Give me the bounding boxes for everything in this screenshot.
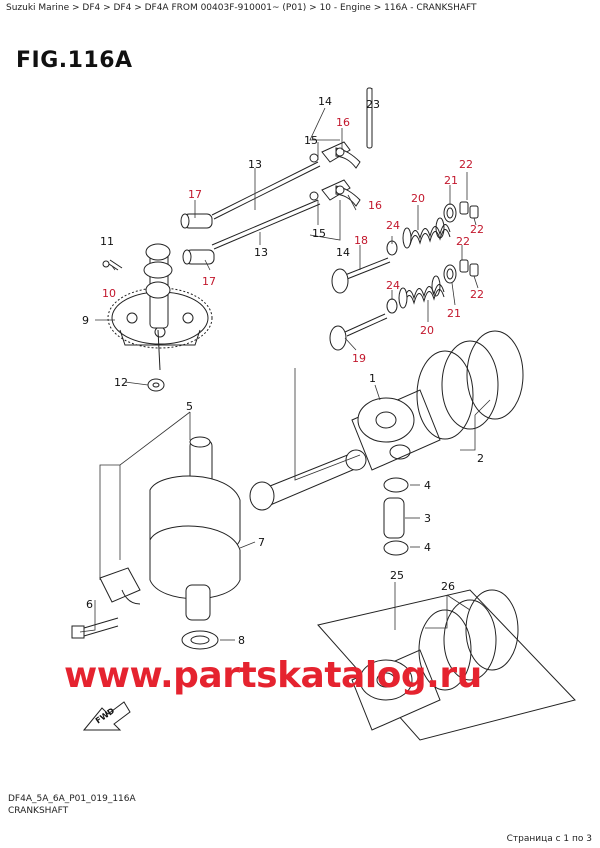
callout-18[interactable]: 18 — [354, 234, 368, 247]
valve-cotter-upper — [459, 201, 479, 219]
callout-15-lower[interactable]: 15 — [312, 227, 326, 240]
callout-21-upper[interactable]: 21 — [444, 174, 458, 187]
callout-26[interactable]: 26 — [441, 580, 455, 593]
callout-21-lower[interactable]: 21 — [447, 307, 461, 320]
callout-10[interactable]: 10 — [102, 287, 116, 300]
callout-22-b[interactable]: 22 — [470, 223, 484, 236]
callout-12[interactable]: 12 — [114, 376, 128, 389]
piston-pin-clip-lower — [383, 540, 409, 556]
leader-lines — [79, 88, 491, 641]
callout-13-upper[interactable]: 13 — [248, 158, 262, 171]
callout-5[interactable]: 5 — [186, 400, 193, 413]
valve-spring-upper — [402, 217, 451, 249]
callout-19[interactable]: 19 — [352, 352, 366, 365]
camshaft-part — [143, 243, 173, 371]
spring-retainer-upper — [443, 203, 457, 223]
breadcrumb[interactable]: Suzuki Marine > DF4 > DF4 > DF4A FROM 00… — [6, 3, 477, 13]
callout-23[interactable]: 23 — [366, 98, 380, 111]
callout-14-lower[interactable]: 14 — [336, 246, 350, 259]
page-counter: Страница с 1 по 3 — [506, 834, 592, 844]
callout-16-lower[interactable]: 16 — [368, 199, 382, 212]
valve-spring-lower — [398, 275, 445, 309]
callout-24-lower[interactable]: 24 — [386, 279, 400, 292]
callout-4-lower[interactable]: 4 — [424, 541, 431, 554]
callout-1[interactable]: 1 — [369, 372, 376, 385]
callout-4-upper[interactable]: 4 — [424, 479, 431, 492]
thrust-washer-part — [181, 630, 219, 650]
washer-12-part — [147, 378, 165, 392]
pin-part — [102, 259, 123, 271]
fwd-arrow-icon: FWD — [82, 701, 131, 731]
stem-seal-lower — [386, 298, 398, 314]
callout-17-upper[interactable]: 17 — [188, 188, 202, 201]
crankshaft-part — [149, 436, 241, 621]
callout-9[interactable]: 9 — [82, 314, 89, 327]
callout-20-lower[interactable]: 20 — [420, 324, 434, 337]
callout-6[interactable]: 6 — [86, 598, 93, 611]
bearing-cap-part — [99, 567, 141, 605]
callout-2[interactable]: 2 — [477, 452, 484, 465]
callout-20-upper[interactable]: 20 — [411, 192, 425, 205]
watermark: www.partskatalog.ru — [64, 655, 482, 696]
piston-pin-clip-upper — [383, 477, 409, 493]
callout-15-upper[interactable]: 15 — [304, 134, 318, 147]
callout-7[interactable]: 7 — [258, 536, 265, 549]
figure-title: FIG.116A — [16, 48, 133, 73]
push-rod-13-lower — [211, 199, 321, 250]
callout-22-d[interactable]: 22 — [470, 288, 484, 301]
exhaust-valve-part — [329, 313, 388, 351]
callout-16-upper[interactable]: 16 — [336, 116, 350, 129]
tappet-upper-part — [180, 213, 213, 229]
callout-14-upper[interactable]: 14 — [318, 95, 332, 108]
diagram-name: CRANKSHAFT — [8, 806, 69, 816]
callout-11[interactable]: 11 — [100, 235, 114, 248]
piston-pin-part — [383, 497, 405, 539]
callout-24-upper[interactable]: 24 — [386, 219, 400, 232]
callout-8[interactable]: 8 — [238, 634, 245, 647]
bolt-part — [71, 617, 119, 639]
callout-22-a[interactable]: 22 — [459, 158, 473, 171]
callout-3[interactable]: 3 — [424, 512, 431, 525]
valve-cotter-lower — [459, 259, 479, 277]
connecting-rod-part — [249, 449, 367, 511]
callout-25[interactable]: 25 — [390, 569, 404, 582]
spring-retainer-lower — [443, 264, 457, 284]
callout-13-lower[interactable]: 13 — [254, 246, 268, 259]
push-rod-13-upper — [211, 161, 321, 220]
tappet-lower-part — [182, 249, 215, 265]
push-rod-part — [366, 87, 373, 149]
rocker-arm-lower-part — [309, 179, 361, 207]
callout-17-lower[interactable]: 17 — [202, 275, 216, 288]
intake-valve-part — [331, 257, 391, 294]
piston-rings-part — [416, 330, 524, 440]
piston-part — [351, 389, 441, 471]
piston-set-piston — [351, 649, 441, 731]
piston-set-rings — [418, 589, 519, 691]
callout-22-c[interactable]: 22 — [456, 235, 470, 248]
diagram-code: DF4A_5A_6A_P01_019_116A — [8, 794, 136, 804]
